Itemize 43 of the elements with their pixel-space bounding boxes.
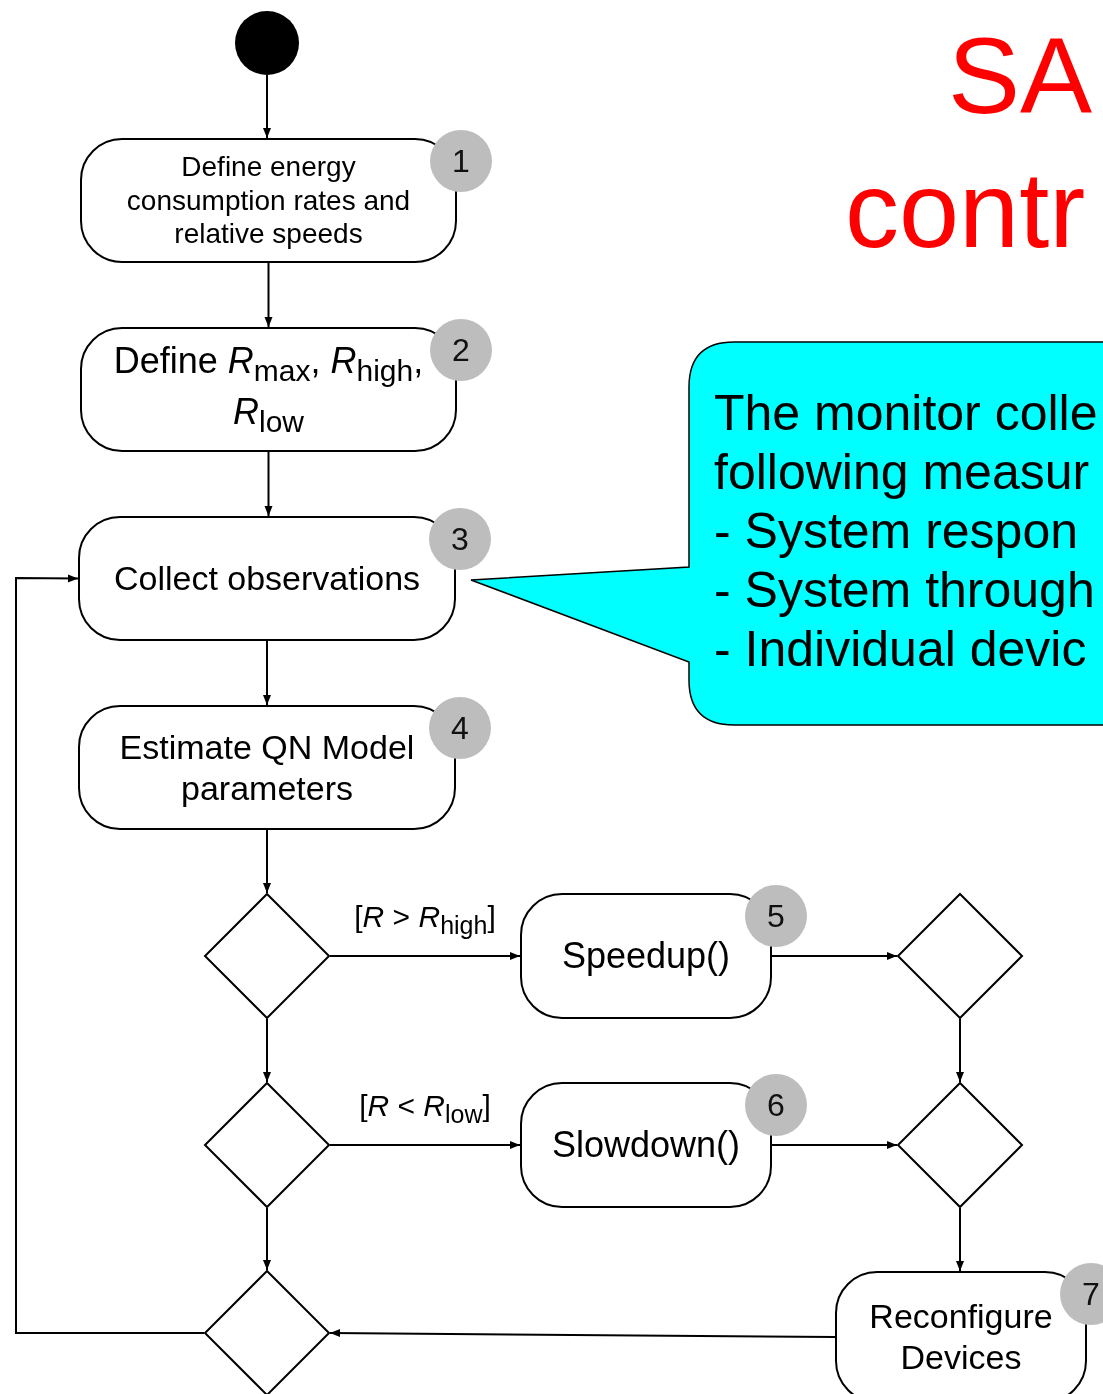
start-node [235,11,299,75]
arrow [771,1141,898,1149]
node-label: Define R$_{max}$, R$_{high}$, R$_{low}$ [112,339,425,440]
arrow [263,640,271,706]
node-label: Define energy consumption rates and relative speeds [125,150,412,251]
arrow [263,1018,271,1083]
node-label: Estimate QN Model parameters [118,726,416,809]
step-number-badge: 4 [429,697,491,759]
callout-text: - Individual devic [714,620,1088,679]
arrow [956,1207,964,1272]
step-number-badge: 7 [1060,1263,1103,1325]
node-label: Speedup() [560,934,732,978]
decision-diamond [897,1082,1023,1208]
arrow [264,451,273,517]
callout-text: - System through [714,561,1096,620]
heading-text: contr [845,156,1086,264]
arrow [771,952,898,960]
node-label: Reconfigure Devices [868,1296,1054,1378]
arrow [15,574,205,1334]
decision-diamond [204,1082,330,1208]
callout-text: - System respon [714,502,1079,561]
step-number-badge: 6 [745,1074,807,1136]
node-label: Collect observations [112,558,422,599]
arrow [956,1018,964,1083]
arrow [264,262,273,328]
callout-text: The monitor colle [714,384,1098,443]
arrow [329,1141,521,1149]
arrow [329,1329,836,1338]
decision-diamond [897,893,1023,1019]
callout-text: following measur [714,443,1091,502]
arrow [263,1207,271,1271]
arrow [329,952,521,960]
node-label: Slowdown() [550,1123,742,1167]
step-number-badge: 1 [430,130,492,192]
decision-diamond [204,1270,330,1394]
speech-callout [471,342,1103,725]
decision-diamond [204,893,330,1019]
arrow [263,74,271,139]
arrow [263,829,271,894]
heading-text: SA [948,22,1093,130]
step-number-badge: 5 [745,885,807,947]
step-number-badge: 3 [429,508,491,570]
step-number-badge: 2 [430,319,492,381]
